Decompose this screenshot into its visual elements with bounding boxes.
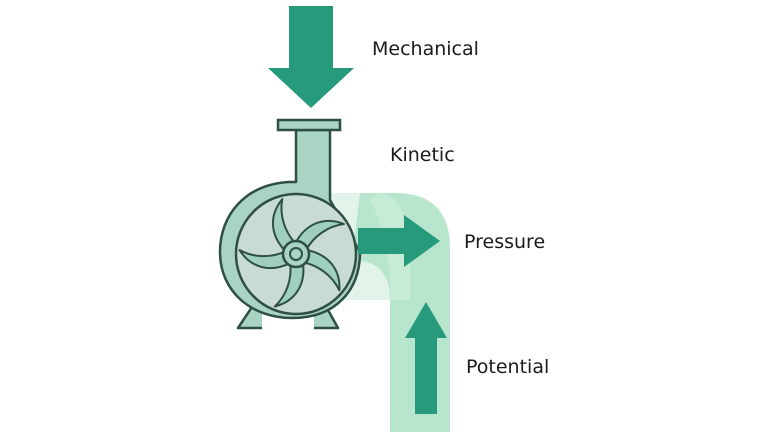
arrow-down-icon: [268, 6, 354, 108]
label-pressure: Pressure: [464, 231, 545, 253]
label-kinetic: Kinetic: [390, 144, 455, 166]
arrow-up-icon: [405, 302, 447, 414]
label-potential: Potential: [466, 356, 549, 378]
label-mechanical: Mechanical: [372, 38, 479, 60]
impeller-icon: [238, 198, 345, 308]
centrifugal-pump-icon: [218, 118, 362, 330]
impeller-hub-center: [289, 247, 303, 261]
impeller-blade: [273, 262, 305, 308]
arrow-right-icon: [358, 215, 440, 267]
impeller-blade: [272, 198, 297, 252]
pump-flange: [276, 118, 342, 132]
impeller-blade: [295, 219, 345, 251]
impeller-blade: [238, 249, 290, 270]
impeller-blade: [301, 249, 341, 292]
